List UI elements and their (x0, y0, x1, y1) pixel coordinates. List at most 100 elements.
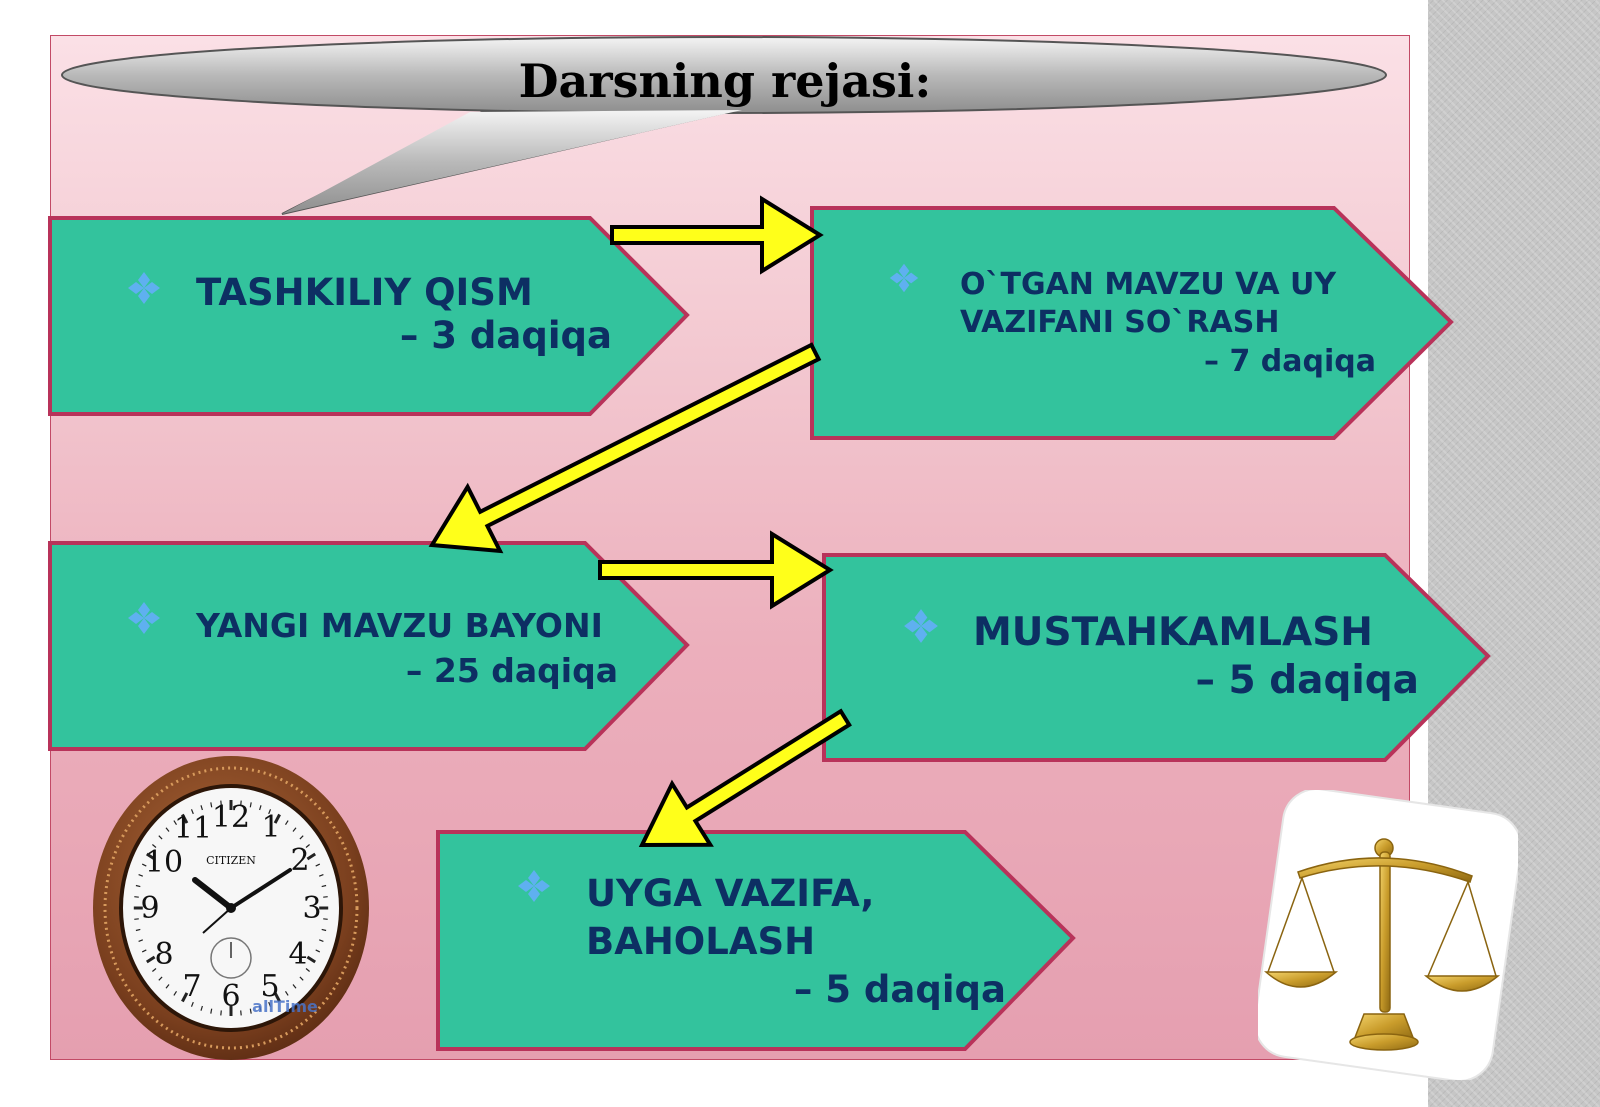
clock-tick (181, 813, 189, 824)
diamond-bullet-icon (518, 870, 550, 902)
clock-tick (323, 896, 328, 898)
clock-tick (152, 844, 157, 848)
clock-tick (259, 1005, 262, 1011)
step-duration: – 3 daqiqa (399, 313, 612, 357)
balance-scale-icon (1258, 790, 1518, 1080)
svg-text:5: 5 (260, 969, 279, 1004)
clock-tick (190, 1001, 194, 1007)
clock-tick (135, 884, 141, 888)
clock-tick (165, 827, 170, 832)
svg-text:10: 10 (145, 845, 183, 880)
clock-tick (158, 835, 163, 840)
step-duration: – 25 daqiqa (405, 651, 618, 691)
clock-tick (292, 984, 297, 989)
clock-tick (306, 955, 317, 964)
clock-tick (145, 955, 156, 964)
clock-tick (284, 820, 289, 826)
clock-tick (200, 805, 203, 811)
svg-text:2: 2 (290, 843, 309, 878)
clock-tick (240, 800, 242, 806)
clock-tick (210, 1008, 213, 1014)
clock-tick (240, 1010, 242, 1016)
arrow-step1-to-step2 (610, 195, 824, 275)
step-box-5 (436, 830, 1076, 1051)
clock-tick (259, 805, 262, 811)
svg-text:11: 11 (174, 811, 212, 846)
arrow-step3-to-step4 (598, 530, 834, 610)
step-label: BAHOLASH (586, 920, 816, 964)
clock-tick (249, 802, 252, 808)
step-text-3: YANGI MAVZU BAYONI – 25 daqiqa (196, 603, 618, 693)
clock-tick (138, 874, 144, 877)
step-duration: – 7 daqiqa (1204, 343, 1376, 379)
clock-tick (315, 949, 321, 953)
step-box-1 (48, 216, 690, 416)
diamond-bullet-icon (889, 263, 919, 293)
clock-watermark: allTime (252, 997, 318, 1016)
clock-tick (305, 844, 310, 848)
svg-text:3: 3 (302, 891, 321, 926)
speech-bubble (61, 36, 1387, 215)
diamond-bullet-icon (128, 272, 160, 304)
clock-tick (181, 992, 189, 1003)
clock-tick (134, 896, 139, 898)
step-text-5: UYGA VAZIFA, BAHOLASH – 5 daqiqa (586, 870, 1006, 1014)
svg-text:7: 7 (182, 969, 201, 1004)
clock-tick (210, 802, 213, 808)
clock-tick (220, 800, 222, 806)
arrow-step2-to-step3 (428, 342, 822, 554)
clock-tick (220, 1010, 222, 1016)
clock-tick (173, 990, 178, 996)
step-label: UYGA VAZIFA, (586, 872, 875, 915)
clock-tick (152, 968, 157, 972)
clock-tick (268, 1001, 272, 1007)
slide-title: Darsning rejasi: (518, 54, 932, 108)
svg-text:12: 12 (212, 800, 250, 835)
svg-text:9: 9 (140, 891, 159, 926)
svg-text:6: 6 (221, 979, 240, 1014)
clock-tick (299, 976, 304, 981)
clock-tick (135, 928, 141, 932)
clock-tick (273, 813, 281, 824)
step-duration: – 5 daqiqa (1195, 658, 1419, 704)
step-label: MUSTAHKAMLASH (973, 610, 1373, 655)
svg-text:1: 1 (261, 810, 280, 845)
clock-tick (200, 1005, 203, 1011)
clock-tick (268, 809, 272, 815)
clock-tick (249, 1008, 252, 1014)
diamond-bullet-icon (128, 602, 160, 634)
clock-tick (299, 835, 304, 840)
step-text-2: O`TGAN MAVZU VA UY VAZIFANI SO`RASH – 7 … (960, 266, 1376, 381)
step-label: YANGI MAVZU BAYONI (196, 606, 603, 645)
clock-tick (318, 874, 324, 877)
clock-tick (305, 968, 310, 972)
clock-tick (284, 990, 289, 996)
step-text-1: TASHKILIY QISM – 3 daqiqa (196, 271, 612, 357)
clock-tick (134, 918, 139, 920)
step-label: VAZIFANI SO`RASH (960, 305, 1280, 341)
clock-tick (158, 976, 163, 981)
clock-tick (138, 939, 144, 942)
step-text-4: MUSTAHKAMLASH – 5 daqiqa (973, 609, 1419, 706)
svg-text:4: 4 (288, 937, 307, 972)
diamond-bullet-icon (904, 609, 938, 643)
clock-tick (190, 809, 194, 815)
step-box-2 (810, 206, 1454, 440)
clock-tick (141, 863, 147, 867)
clock-tick (323, 918, 328, 920)
clock-tick (141, 949, 147, 953)
clock-tick (173, 820, 178, 826)
svg-text:8: 8 (154, 937, 173, 972)
clock-tick (306, 852, 317, 861)
clock-tick (292, 827, 297, 832)
clock-brand: CITIZEN (206, 854, 256, 867)
flow-arrows (428, 195, 852, 848)
clock-tick (321, 884, 327, 888)
clock-tick (165, 984, 170, 989)
arrow-step4-to-step5 (638, 708, 852, 848)
step-label: O`TGAN MAVZU VA UY (960, 267, 1337, 302)
clock-tick (145, 852, 156, 861)
